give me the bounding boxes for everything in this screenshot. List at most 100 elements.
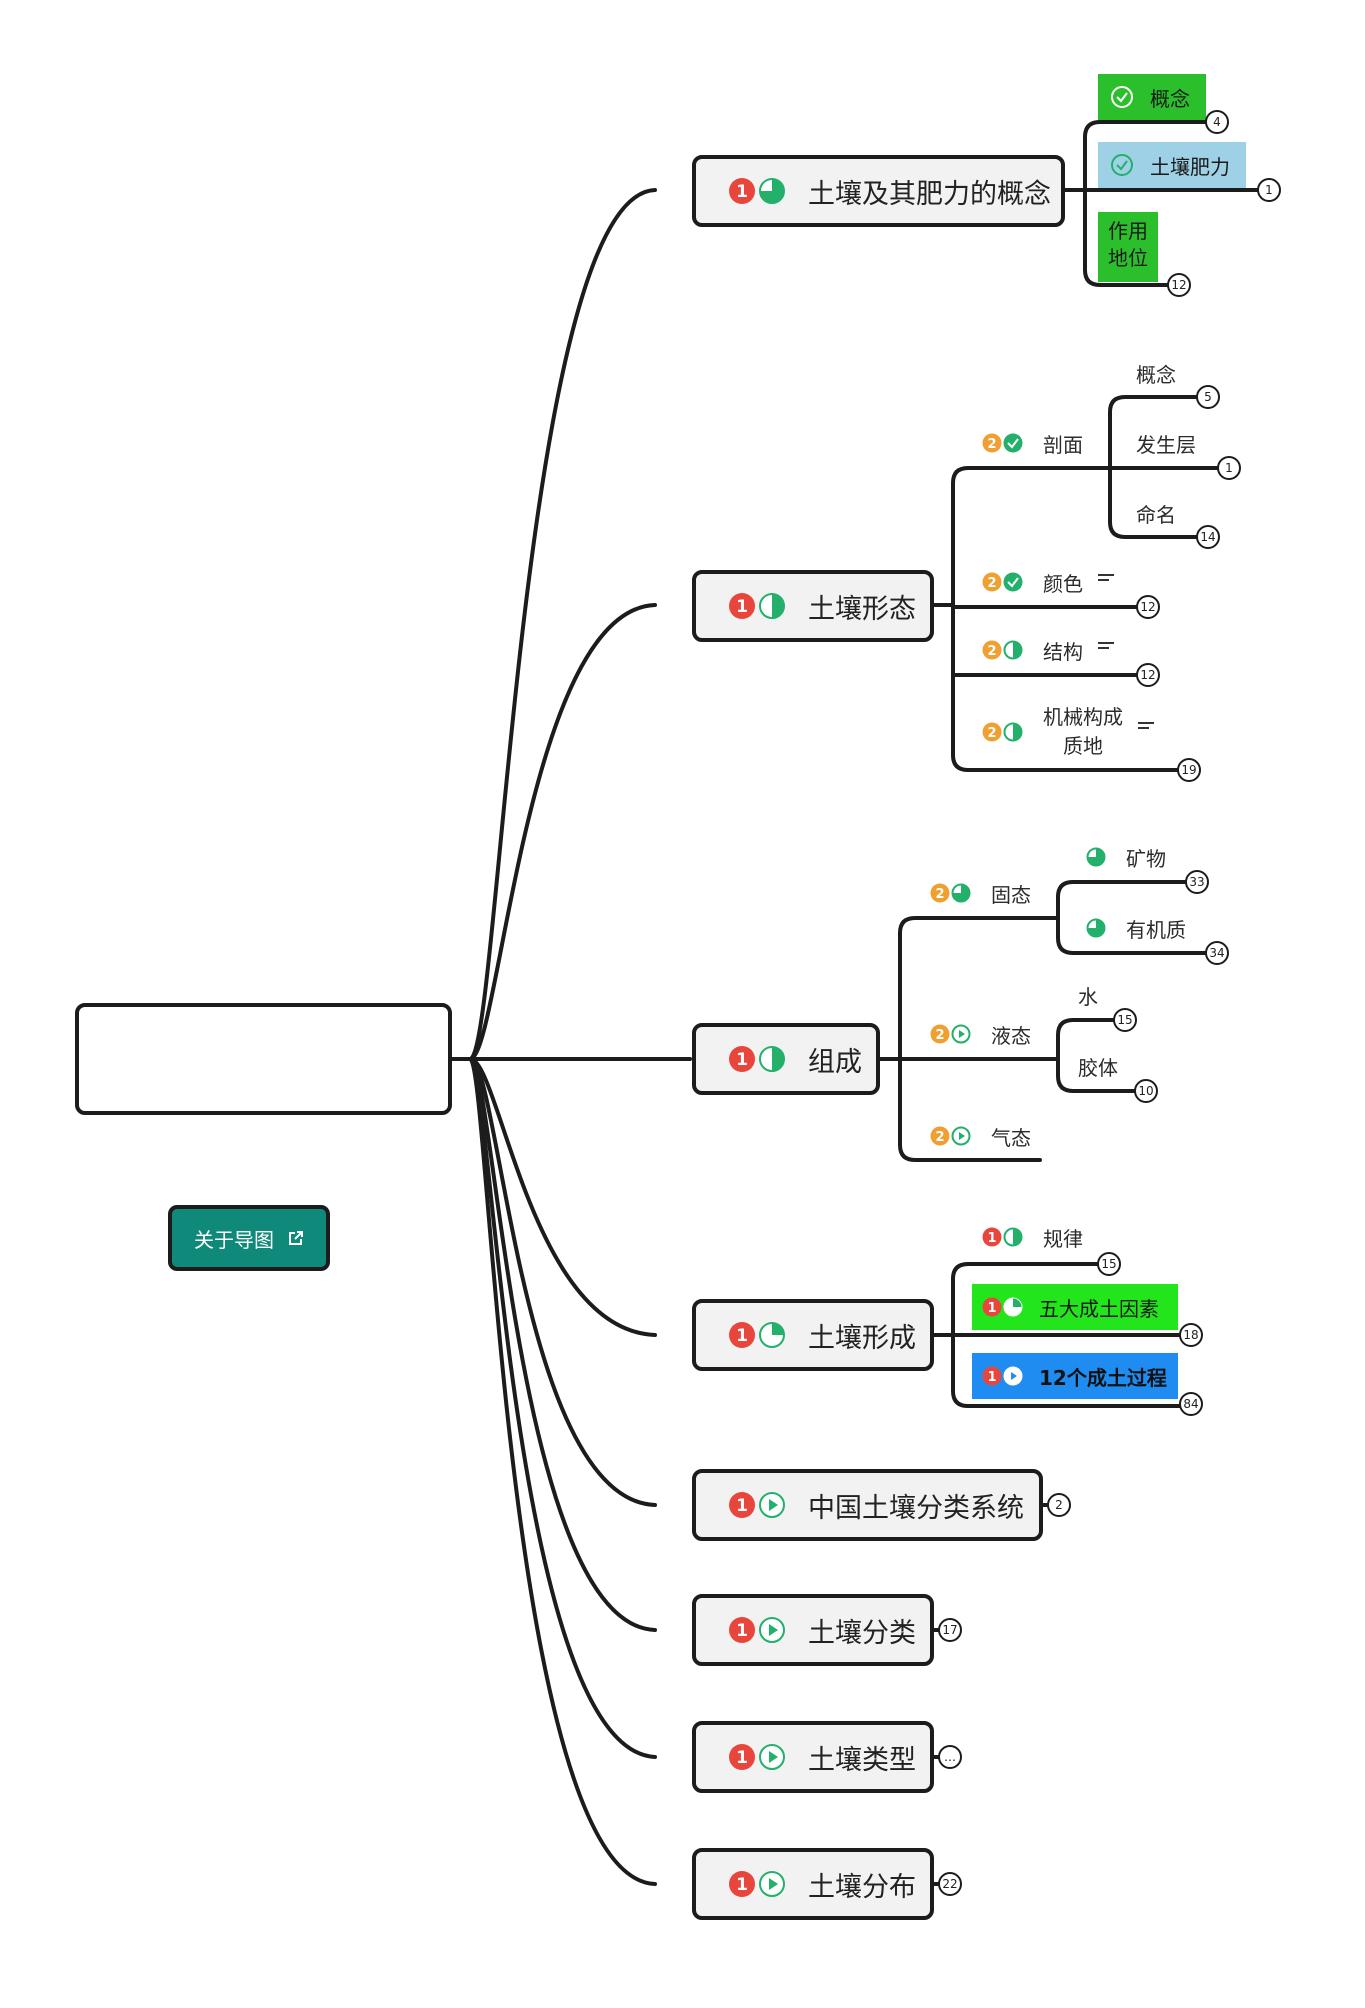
b4-child-factors[interactable]: 1 五大成土因素 [972,1284,1178,1330]
b3-sub-water-label: 水 [1078,984,1098,1009]
svg-text:1: 1 [987,1370,996,1385]
b3-sub-mineral[interactable]: 矿物 [1086,842,1166,872]
b2-child-structure-label: 结构 [1043,639,1083,664]
b3-sub-water[interactable]: 水 [1078,980,1098,1010]
branch-topic-1[interactable]: 1 土壤及其肥力的概念 [692,155,1065,227]
count-badge[interactable]: 12 [1167,273,1191,297]
b2-child-texture[interactable]: 2 机械构成 质地 [982,702,1123,762]
play-icon [1003,1366,1023,1386]
branch-topic-3[interactable]: 1 组成 [692,1023,880,1095]
svg-text:1: 1 [736,1050,748,1070]
connector-b3-spine [898,916,1057,1162]
b2-sub-concept[interactable]: 概念 [1136,358,1176,388]
b3-child-gas[interactable]: 2 气态 [930,1121,1031,1151]
progress-25-icon [1003,1297,1023,1317]
svg-text:2: 2 [987,644,996,659]
b1-child-concept[interactable]: 概念 [1098,74,1206,120]
svg-text:1: 1 [987,1301,996,1316]
b2-sub-concept-label: 概念 [1136,362,1176,387]
about-mindmap-button[interactable]: 关于导图 [168,1205,330,1271]
progress-75-icon [759,178,785,204]
count-badge[interactable]: 10 [1134,1079,1158,1103]
b2-child-section-label: 剖面 [1043,432,1083,457]
b2-sub-horizon[interactable]: 发生层 [1136,428,1196,458]
b3-sub-colloid-label: 胶体 [1078,1055,1118,1080]
branch-topic-4[interactable]: 1 土壤形成 [692,1299,934,1371]
b4-child-factors-label: 五大成土因素 [1039,1296,1159,1321]
play-icon [951,1024,971,1044]
svg-text:2: 2 [987,576,996,591]
count-badge[interactable]: 22 [938,1872,962,1896]
connector-root-branch-8 [468,1057,657,1886]
svg-text:2: 2 [935,887,944,902]
check-done-icon [1003,572,1023,592]
b1-child-fertility[interactable]: 土壤肥力 [1098,142,1246,188]
progress-25-icon [759,1322,785,1348]
count-badge[interactable]: 18 [1179,1323,1203,1347]
priority-2-icon: 2 [982,722,1002,742]
play-icon [951,1126,971,1146]
play-icon [759,1617,785,1643]
notes-icon[interactable] [1098,639,1114,652]
b2-child-section[interactable]: 2 剖面 [982,428,1083,458]
count-badge[interactable]: 4 [1205,110,1229,134]
count-badge[interactable]: 19 [1177,758,1201,782]
b1-child-concept-label: 概念 [1150,86,1190,111]
branch-topic-3-label: 组成 [808,1046,862,1078]
b3-sub-organic[interactable]: 有机质 [1086,913,1186,943]
b2-child-structure[interactable]: 2 结构 [982,635,1083,665]
branch-topic-2[interactable]: 1 土壤形态 [692,570,934,642]
count-badge[interactable]: 14 [1196,525,1220,549]
play-icon [759,1492,785,1518]
count-badge[interactable]: 17 [938,1618,962,1642]
priority-2-icon: 2 [930,1024,950,1044]
progress-50-icon [1003,1227,1023,1247]
count-badge[interactable]: 15 [1113,1008,1137,1032]
notes-icon[interactable] [1138,719,1154,732]
connector-b3-solid-spine [1056,880,1218,955]
b3-sub-colloid[interactable]: 胶体 [1078,1051,1118,1081]
notes-icon[interactable] [1098,571,1114,584]
progress-50-icon [759,1046,785,1072]
priority-1-icon: 1 [982,1366,1002,1386]
count-badge[interactable]: 5 [1196,385,1220,409]
b3-child-solid[interactable]: 2 固态 [930,878,1031,908]
count-badge[interactable]: 34 [1205,941,1229,965]
count-badge[interactable]: 33 [1185,870,1209,894]
priority-1-icon: 1 [729,1744,755,1770]
branch-topic-8[interactable]: 1 土壤分布 [692,1848,934,1920]
branch-topic-6[interactable]: 1 土壤分类 [692,1594,934,1666]
check-circle-icon [1111,86,1133,108]
priority-1-icon: 1 [729,178,755,204]
b2-sub-naming[interactable]: 命名 [1136,498,1176,528]
root-topic[interactable] [75,1003,452,1115]
b3-child-solid-label: 固态 [991,882,1031,907]
count-badge[interactable]: 1 [1217,456,1241,480]
branch-topic-7[interactable]: 1 土壤类型 [692,1721,934,1793]
b1-child-role[interactable]: 作用 地位 [1098,212,1158,282]
priority-2-icon: 2 [930,883,950,903]
b4-child-processes[interactable]: 1 12个成土过程 [972,1353,1178,1399]
b4-child-law-label: 规律 [1043,1226,1083,1251]
b2-child-color[interactable]: 2 颜色 [982,567,1083,597]
b1-child-role-label: 作用 地位 [1108,219,1148,270]
b3-child-liquid[interactable]: 2 液态 [930,1019,1031,1049]
priority-1-icon: 1 [982,1227,1002,1247]
b3-sub-mineral-label: 矿物 [1126,846,1166,871]
branch-topic-5[interactable]: 1 中国土壤分类系统 [692,1469,1043,1541]
svg-text:1: 1 [736,1496,748,1516]
collapsed-more-badge[interactable]: … [938,1745,962,1769]
count-badge[interactable]: 84 [1179,1392,1203,1416]
b3-child-liquid-label: 液态 [991,1023,1031,1048]
count-badge[interactable]: 15 [1097,1252,1121,1276]
priority-2-icon: 2 [982,433,1002,453]
count-badge[interactable]: 2 [1047,1493,1071,1517]
count-badge[interactable]: 1 [1257,178,1281,202]
b4-child-processes-label: 12个成土过程 [1039,1365,1167,1390]
count-badge[interactable]: 12 [1136,663,1160,687]
b4-child-law[interactable]: 1 规律 [982,1222,1083,1252]
count-badge[interactable]: 12 [1136,595,1160,619]
priority-2-icon: 2 [982,572,1002,592]
branch-topic-4-label: 土壤形成 [808,1322,916,1354]
